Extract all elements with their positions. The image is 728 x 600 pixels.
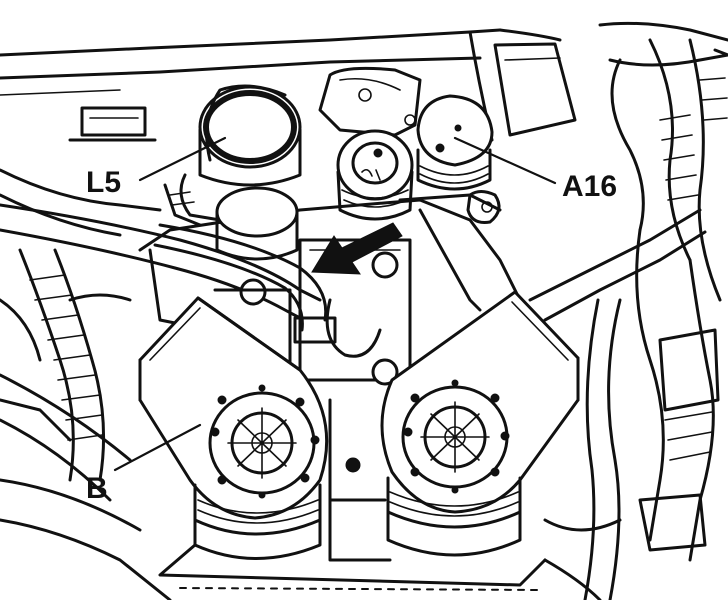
right-hose-bundle xyxy=(583,21,728,600)
callout-label-b: B xyxy=(86,472,108,505)
leader-b xyxy=(113,423,202,472)
leader-l5 xyxy=(138,136,227,182)
callout-labels: L5 A16 B xyxy=(86,166,617,505)
callout-label-a16: A16 xyxy=(562,170,617,203)
upper-hood-structure xyxy=(0,28,577,142)
left-hose-bundle xyxy=(0,168,172,600)
centre-spool-valve xyxy=(336,129,414,221)
leader-a16 xyxy=(453,136,557,185)
b-component-left-coil xyxy=(138,296,329,560)
upper-mount xyxy=(318,66,422,137)
arrow-pointer-icon xyxy=(311,222,403,275)
coil-leads xyxy=(68,208,707,322)
b-component-right-coil xyxy=(380,290,580,557)
l5-component xyxy=(163,84,302,227)
centre-hose xyxy=(153,223,337,344)
callout-label-l5: L5 xyxy=(86,166,121,199)
cup-below-l5 xyxy=(215,186,299,261)
bracket-left xyxy=(68,106,157,142)
leader-lines xyxy=(113,136,557,472)
base-plate xyxy=(158,398,622,600)
a16-component xyxy=(416,94,501,224)
